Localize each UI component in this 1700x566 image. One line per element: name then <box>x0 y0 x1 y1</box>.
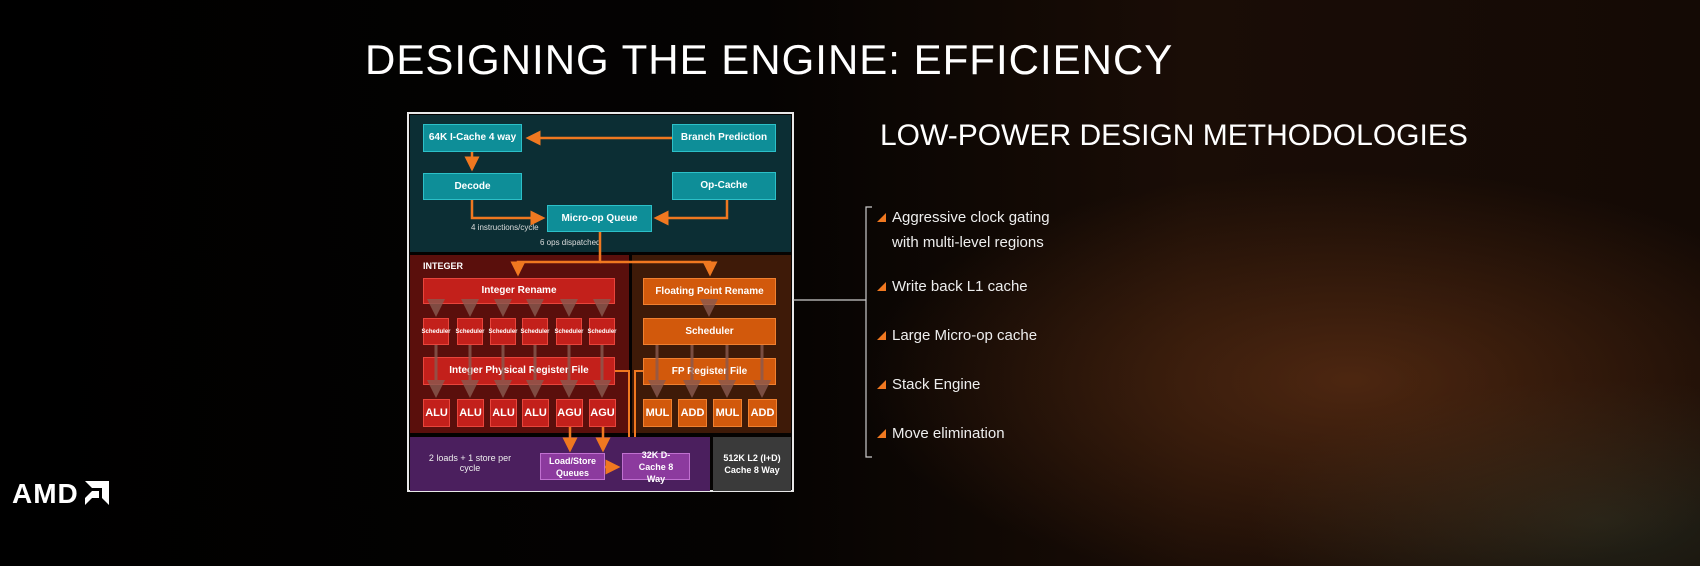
bullet-triangle-icon <box>877 429 886 438</box>
integer-unit-box: ALU <box>457 399 484 427</box>
methodology-text: Move elimination <box>892 425 1005 442</box>
methodology-item: Aggressive clock gating with multi-level… <box>877 205 1077 255</box>
methodology-text: Write back L1 cache <box>892 278 1028 295</box>
integer-scheduler-box: Scheduler <box>489 318 518 345</box>
methodology-text: Aggressive clock gating with multi-level… <box>892 209 1050 251</box>
methodology-item: Write back L1 cache <box>877 278 1028 295</box>
dispatch-label: 6 ops dispatched <box>540 238 601 247</box>
methodology-text: Large Micro-op cache <box>892 327 1038 344</box>
fp-unit-box: MUL <box>713 399 742 427</box>
fp-unit-box: MUL <box>643 399 672 427</box>
fp-scheduler-box: Scheduler <box>643 318 776 345</box>
decode-box: Decode <box>423 173 522 200</box>
integer-scheduler-box: Scheduler <box>456 318 485 345</box>
methodology-item: Large Micro-op cache <box>877 327 1037 344</box>
fp-unit-box: ADD <box>678 399 707 427</box>
dcache-box: 32K D-Cache 8 Way <box>622 450 690 484</box>
amd-logo: AMD <box>12 478 109 510</box>
bullet-triangle-icon <box>877 213 886 222</box>
integer-unit-box: ALU <box>423 399 450 427</box>
slide-title: DESIGNING THE ENGINE: EFFICIENCY <box>365 36 1174 83</box>
integer-unit-box: ALU <box>522 399 549 427</box>
integer-scheduler-box: Scheduler <box>588 318 617 345</box>
bullet-triangle-icon <box>877 380 886 389</box>
l2-cache: 512K L2 (I+D) Cache 8 Way <box>713 437 791 491</box>
methodology-item: Move elimination <box>877 425 1005 442</box>
amd-logo-text: AMD <box>12 478 79 509</box>
branch-prediction-box: Branch Prediction <box>672 124 776 152</box>
fp-register-file-box: FP Register File <box>643 358 776 385</box>
integer-scheduler-box: Scheduler <box>555 318 584 345</box>
op-cache-box: Op-Cache <box>672 172 776 200</box>
bullet-triangle-icon <box>877 282 886 291</box>
methodology-text: Stack Engine <box>892 376 981 393</box>
methodologies-title: LOW-POWER DESIGN METHODOLOGIES <box>880 119 1468 152</box>
instr-rate-label: 4 instructions/cycle <box>471 223 539 232</box>
integer-scheduler-box: Scheduler <box>521 318 550 345</box>
micro-op-queue-box: Micro-op Queue <box>547 205 652 232</box>
icache-box: 64K I-Cache 4 way <box>423 124 522 152</box>
integer-unit-box: ALU <box>490 399 517 427</box>
integer-rename-box: Integer Rename <box>423 278 615 304</box>
fp-rename-box: Floating Point Rename <box>643 278 776 305</box>
fp-unit-box: ADD <box>748 399 777 427</box>
integer-unit-box: AGU <box>589 399 616 427</box>
loads-stores-label: 2 loads + 1 store per cycle <box>428 453 512 473</box>
integer-prf-box: Integer Physical Register File <box>423 357 615 385</box>
load-store-queues-box: Load/Store Queues <box>540 453 605 480</box>
amd-arrow-icon <box>84 481 109 505</box>
methodology-item: Stack Engine <box>877 376 980 393</box>
core-diagram <box>407 112 794 492</box>
integer-unit-box: AGU <box>556 399 583 427</box>
bullet-triangle-icon <box>877 331 886 340</box>
integer-label: INTEGER <box>423 261 464 271</box>
integer-scheduler-box: Scheduler <box>422 318 451 345</box>
